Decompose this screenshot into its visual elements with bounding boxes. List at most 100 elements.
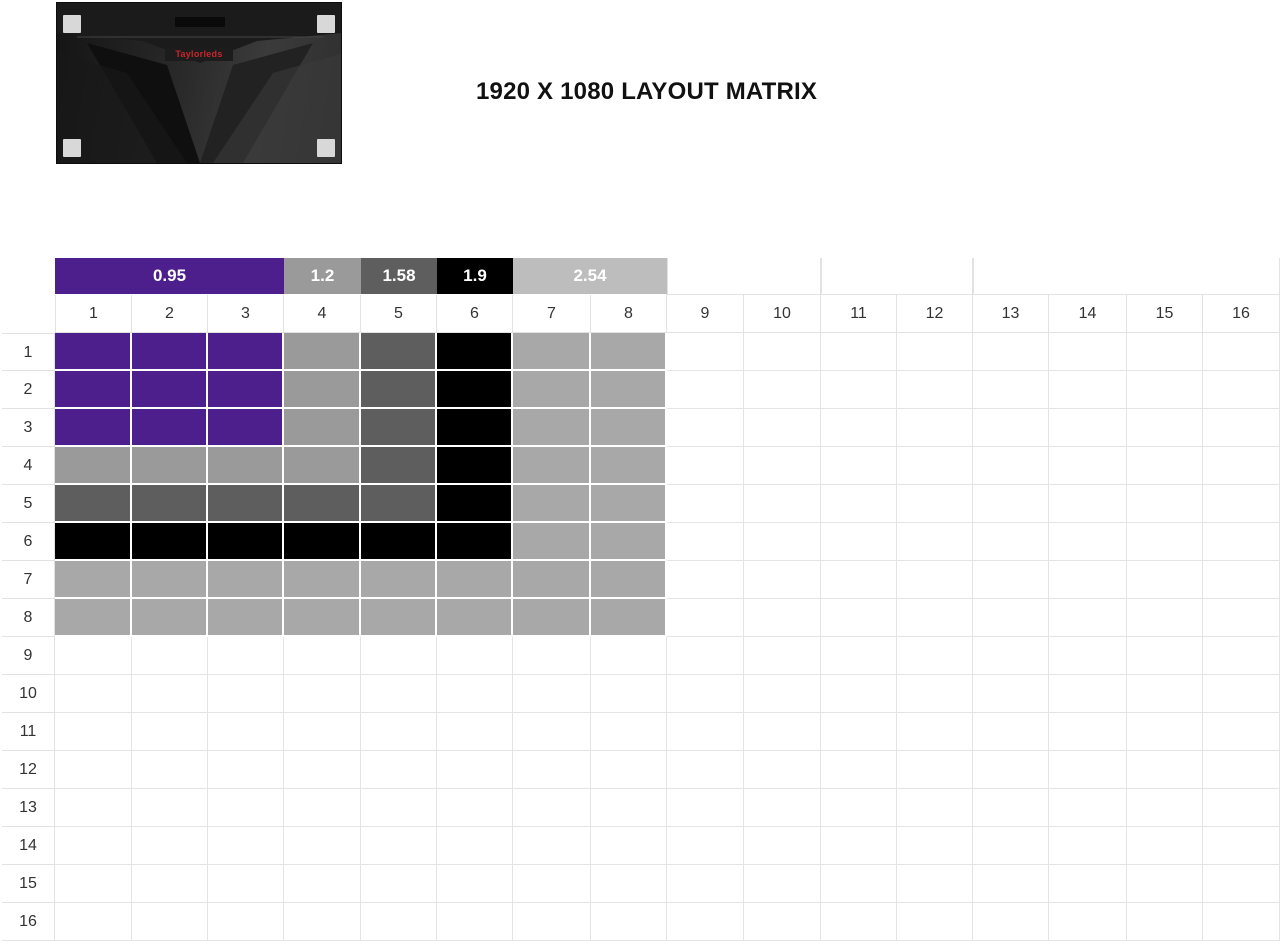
matrix-cell: [1049, 789, 1127, 827]
matrix-cell: [1127, 333, 1203, 371]
matrix-cell: [897, 865, 973, 903]
row-header: 8: [2, 599, 55, 637]
pitch-band-1_2: 1.2: [284, 258, 361, 294]
matrix-cell-filled: [284, 599, 361, 637]
matrix-cell: [208, 903, 284, 941]
matrix-cell-filled: [437, 409, 513, 447]
matrix-cell: [667, 713, 744, 751]
matrix-cell: [1049, 637, 1127, 675]
matrix-cell-filled: [513, 523, 591, 561]
matrix-cell: [821, 713, 897, 751]
matrix-cell-filled: [361, 523, 437, 561]
matrix-cell: [821, 865, 897, 903]
matrix-cell: [973, 827, 1049, 865]
column-header: 9: [667, 295, 744, 333]
matrix-cell: [744, 903, 821, 941]
corner-bracket-icon: [317, 139, 335, 157]
matrix-cell-filled: [361, 333, 437, 371]
matrix-cell: [513, 713, 591, 751]
matrix-cell: [361, 789, 437, 827]
matrix-cell-filled: [437, 485, 513, 523]
matrix-cell: [821, 827, 897, 865]
matrix-cell: [821, 447, 897, 485]
matrix-cell: [821, 599, 897, 637]
matrix-cell-filled: [284, 561, 361, 599]
matrix-cell: [973, 865, 1049, 903]
matrix-cell: [208, 751, 284, 789]
matrix-cell: [667, 409, 744, 447]
panel-illustration: [57, 3, 341, 163]
matrix-cell-filled: [208, 447, 284, 485]
matrix-cell: [1203, 827, 1280, 865]
matrix-cell: [667, 789, 744, 827]
column-header: 7: [513, 295, 591, 333]
matrix-cell-filled: [284, 485, 361, 523]
matrix-cell: [437, 827, 513, 865]
matrix-cell: [821, 675, 897, 713]
matrix-cell: [821, 751, 897, 789]
matrix-cell-filled: [437, 371, 513, 409]
row-header: 5: [2, 485, 55, 523]
matrix-cell: [1127, 751, 1203, 789]
pitch-band-0_95: 0.95: [55, 258, 284, 294]
matrix-cell: [1049, 485, 1127, 523]
matrix-cell-filled: [284, 333, 361, 371]
matrix-cell-filled: [284, 409, 361, 447]
matrix-cell: [1203, 409, 1280, 447]
matrix-cell: [973, 789, 1049, 827]
matrix-cell: [55, 865, 132, 903]
matrix-cell: [1049, 675, 1127, 713]
matrix-cell: [821, 409, 897, 447]
band-empty: [821, 258, 973, 294]
matrix-cell: [284, 713, 361, 751]
corner-bracket-icon: [63, 139, 81, 157]
matrix-cell: [973, 675, 1049, 713]
matrix-cell: [208, 713, 284, 751]
matrix-cell: [897, 675, 973, 713]
column-header: 6: [437, 295, 513, 333]
matrix-cell: [821, 523, 897, 561]
matrix-cell-filled: [437, 333, 513, 371]
matrix-cell-filled: [513, 409, 591, 447]
matrix-cell: [1203, 371, 1280, 409]
row-header: 3: [2, 409, 55, 447]
matrix-cell: [897, 789, 973, 827]
matrix-cell: [1127, 637, 1203, 675]
row-header: 11: [2, 713, 55, 751]
matrix-cell: [132, 865, 208, 903]
matrix-cell: [132, 789, 208, 827]
matrix-cell: [1203, 561, 1280, 599]
band-empty: [973, 258, 1280, 294]
matrix-cell: [897, 751, 973, 789]
matrix-cell: [667, 675, 744, 713]
matrix-cell: [1127, 523, 1203, 561]
matrix-cell: [513, 827, 591, 865]
matrix-cell: [1203, 637, 1280, 675]
matrix-cell: [897, 333, 973, 371]
matrix-cell: [591, 675, 667, 713]
row-header: 1: [2, 333, 55, 371]
matrix-cell-filled: [361, 485, 437, 523]
matrix-cell: [284, 637, 361, 675]
matrix-cell: [591, 903, 667, 941]
matrix-cell: [513, 865, 591, 903]
matrix-cell: [208, 789, 284, 827]
matrix-cell-filled: [55, 447, 132, 485]
matrix-cell-filled: [361, 447, 437, 485]
matrix-cell: [513, 789, 591, 827]
matrix-cell: [591, 637, 667, 675]
matrix-cell-filled: [591, 447, 667, 485]
matrix-cell: [55, 827, 132, 865]
matrix-cell: [1203, 713, 1280, 751]
matrix-cell: [284, 827, 361, 865]
matrix-cell: [361, 865, 437, 903]
matrix-cell: [667, 485, 744, 523]
row-header: 14: [2, 827, 55, 865]
matrix-cell: [1049, 903, 1127, 941]
matrix-cell-filled: [513, 561, 591, 599]
matrix-cell: [1127, 827, 1203, 865]
row-header: 9: [2, 637, 55, 675]
matrix-cell: [1049, 371, 1127, 409]
matrix-cell: [132, 827, 208, 865]
matrix-cell: [1203, 447, 1280, 485]
